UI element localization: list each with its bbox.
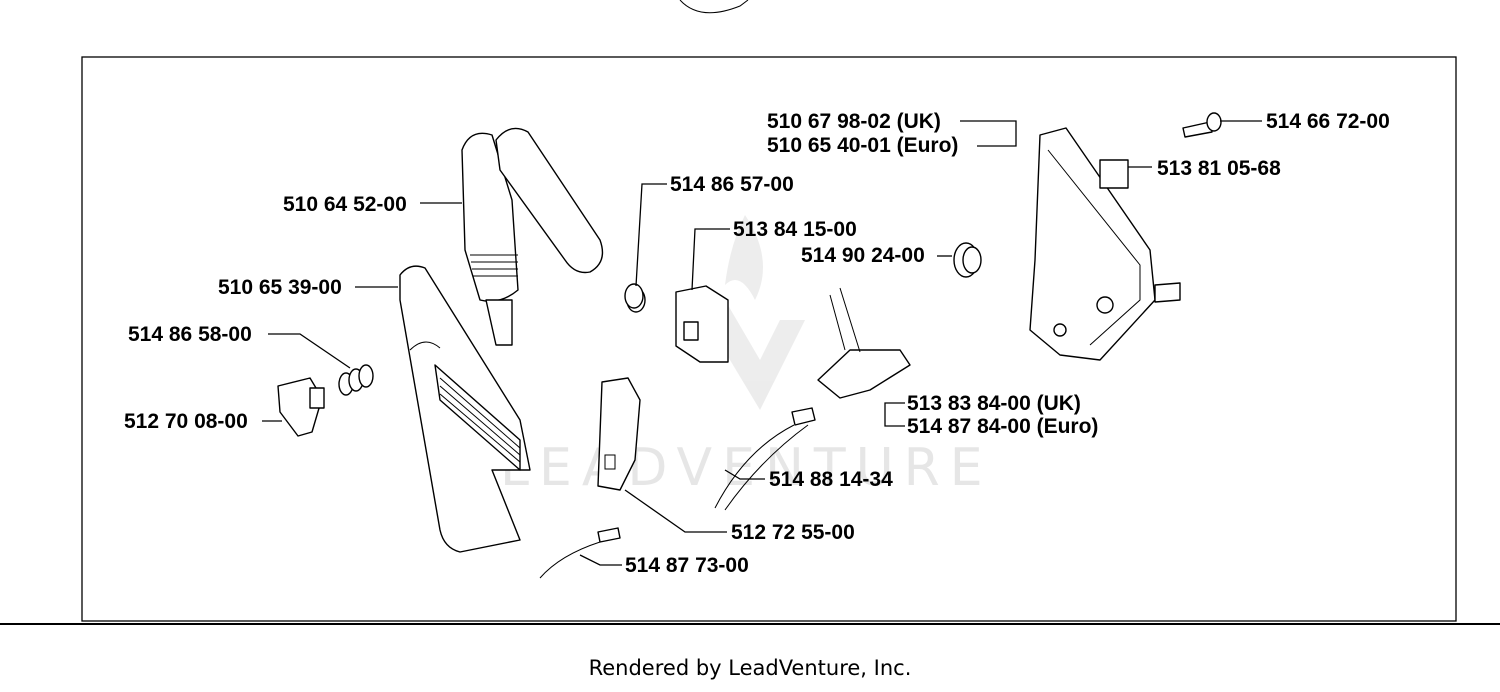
clip-part [675,285,729,363]
label-wire: 514 87 73-00 [625,554,749,577]
leader-contact-plate [624,489,727,533]
switch-housing-part [399,265,531,553]
label-handle-upper: 510 64 52-00 [283,193,407,216]
label-screw: 514 66 72-00 [1266,110,1390,133]
leader-cover [960,120,1017,147]
label-switch-euro: 514 87 84-00 (Euro) [907,415,1098,438]
label-button: 512 70 08-00 [124,410,248,433]
label-contact-plate: 512 72 55-00 [731,521,855,544]
grommet-part [953,242,982,278]
label-bracket: 513 81 05-68 [1157,157,1281,180]
watermark-text: LEADVENTURE [500,438,993,498]
label-switch-uk: 513 83 84-00 (UK) [907,392,1081,415]
label-cover-uk: 510 67 98-02 (UK) [767,110,941,133]
label-cover-euro: 510 65 40-01 (Euro) [767,134,958,157]
label-switch-housing: 510 65 39-00 [218,276,342,299]
label-grommet: 514 90 24-00 [801,244,925,267]
leader-spring [268,333,351,369]
leader-lines [262,120,1262,566]
label-small-spring: 514 86 57-00 [670,173,794,196]
handle-upper-part [461,127,604,346]
contact-plate-part [597,377,641,491]
cable-part [714,407,816,511]
watermark-logo-icon [700,215,805,410]
spring-part [338,364,374,396]
switch-part [817,287,911,399]
bracket-part [1099,159,1129,189]
leader-clip [691,228,730,291]
wire-part [539,527,621,579]
small-spring-part [624,283,646,313]
label-cable: 514 88 14-34 [769,468,893,491]
leader-switch [884,402,905,427]
leader-small-spring [635,183,667,287]
label-clip: 513 84 15-00 [733,218,857,241]
diagram-frame [81,56,1457,622]
label-spring: 514 86 58-00 [128,323,252,346]
cover-part [1029,127,1181,361]
leader-wire [579,554,622,566]
part-labels: 510 64 52-00 510 65 39-00 514 86 58-00 5… [124,110,1390,577]
footer-credit: Rendered by LeadVenture, Inc. [588,656,912,680]
screw-part [1182,112,1222,138]
button-part [277,377,325,437]
leader-cable [724,469,765,480]
top-partial-shape [679,0,749,14]
